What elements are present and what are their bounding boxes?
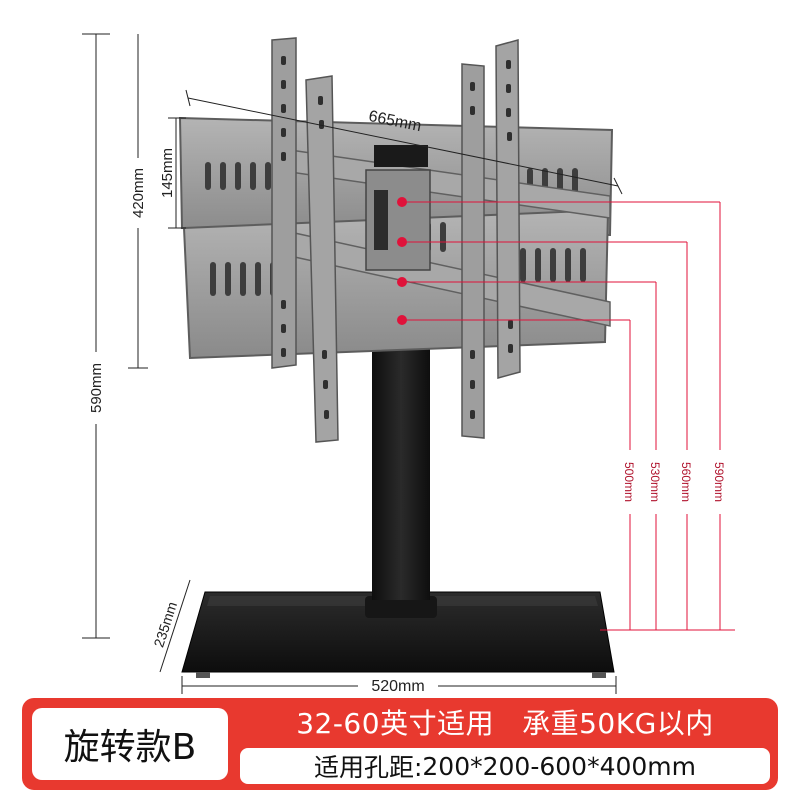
base-foot-left <box>196 672 210 678</box>
marker-dot-560 <box>397 237 407 247</box>
height-markers <box>402 201 735 631</box>
pole-collar <box>365 596 437 618</box>
marker-dot-500 <box>397 315 407 325</box>
spec-line: 32-60英寸适用 承重50KG以内 <box>240 702 770 742</box>
arm-holes <box>281 56 513 419</box>
marker-dot-590 <box>397 197 407 207</box>
tv-mount-bracket <box>178 37 614 443</box>
vertical-arm-2 <box>305 75 339 443</box>
model-name: 旋转款B <box>63 727 197 768</box>
clamp-slot <box>374 190 388 250</box>
marker-dot-530 <box>397 277 407 287</box>
dim-upper-height: 420mm <box>130 168 147 218</box>
height-label-560: 560mm <box>679 462 693 502</box>
dim-bracket-height: 145mm <box>159 148 176 198</box>
hole-spacing-label: 适用孔距: <box>313 753 423 782</box>
hole-spacing-value: 200*200-600*400mm <box>422 751 697 781</box>
height-label-590: 590mm <box>712 462 726 502</box>
hole-spacing: 适用孔距: 200*200-600*400mm <box>240 748 770 784</box>
pole-cap <box>374 145 428 167</box>
height-label-500: 500mm <box>622 462 636 502</box>
spec-banner: 旋转款B 32-60英寸适用 承重50KG以内 适用孔距: 200*200-60… <box>22 698 778 790</box>
vertical-arm-4 <box>495 39 521 379</box>
load-capacity: 承重50KG以内 <box>522 707 714 740</box>
dim-total-height: 590mm <box>88 363 105 413</box>
height-marker-dots <box>397 197 407 325</box>
glass-base <box>181 591 615 673</box>
vertical-arm-1 <box>271 37 297 369</box>
base-foot-right <box>592 672 606 678</box>
size-range: 32-60英寸适用 <box>296 707 495 740</box>
height-label-530: 530mm <box>648 462 662 502</box>
dim-base-width: 520mm <box>371 678 424 695</box>
model-badge: 旋转款B <box>32 708 228 780</box>
